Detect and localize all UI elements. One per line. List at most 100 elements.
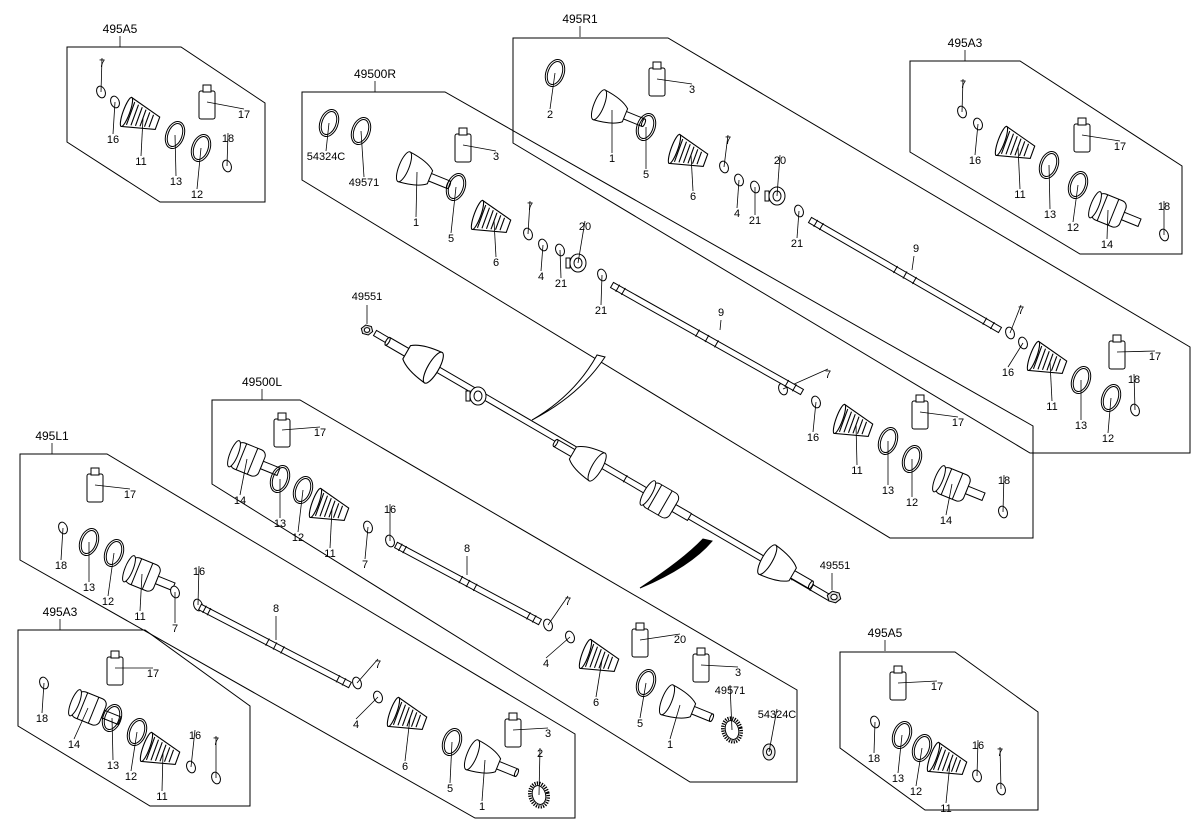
grease-tube-icon (648, 67, 666, 97)
part-number-label: 13 (274, 518, 286, 530)
part-number-label: 13 (1044, 209, 1056, 221)
part-number-label: 5 (643, 169, 649, 181)
clamp-band-icon (1100, 383, 1122, 413)
leader-line (226, 132, 229, 167)
group-outline (839, 651, 1039, 811)
part-number-label: 17 (314, 427, 326, 439)
leader-line (140, 117, 144, 157)
part-number-label: 17 (124, 489, 136, 501)
grease-tube-icon (652, 61, 662, 70)
tone-wheel-icon (724, 720, 740, 740)
tone-wheel-icon (531, 785, 547, 805)
group-outline (17, 629, 251, 807)
grease-tube-icon (508, 712, 518, 721)
leader-line (1048, 164, 1051, 210)
clamp-band-icon (441, 727, 463, 757)
group-outline (301, 91, 1034, 539)
part-number-label: 17 (147, 668, 159, 680)
part-number-label: 8 (273, 603, 279, 615)
boot-icon (994, 125, 1036, 160)
leader-line (73, 707, 89, 740)
bearing-icon (565, 257, 571, 269)
leader-line (356, 658, 379, 684)
constant-velocity-joint-icon (639, 480, 693, 522)
axle-shaft-icon (393, 541, 543, 626)
part-number-label: 18 (998, 475, 1010, 487)
part-number-label: 1 (609, 153, 615, 165)
constant-velocity-joint-icon (932, 465, 986, 502)
leader-line (527, 200, 531, 235)
leader-line (1081, 134, 1121, 142)
part-number-label: 3 (545, 728, 551, 740)
leader-line (595, 659, 603, 698)
leader-line (281, 426, 321, 431)
clamp-band-icon (891, 720, 913, 750)
clamp-band-icon (352, 118, 370, 144)
part-number-label: 3 (493, 151, 499, 163)
part-number-label: 1 (413, 217, 419, 229)
part-number-label: 2 (547, 109, 553, 121)
clamp-band-icon (637, 114, 655, 140)
part-number-label: 14 (1101, 239, 1113, 251)
constant-velocity-joint-icon (658, 684, 715, 723)
leader-line (1007, 342, 1024, 368)
part-number-label: 8 (464, 543, 470, 555)
leader-line (549, 72, 556, 110)
leader-line (776, 154, 781, 197)
clamp-band-icon (445, 172, 467, 202)
grease-tube-icon (1073, 123, 1091, 153)
part-number-label: 6 (493, 257, 499, 269)
snap-ring-icon (957, 105, 967, 119)
part-number-label: 13 (882, 485, 894, 497)
clamp-band-icon (101, 703, 123, 733)
part-number-label: 16 (969, 155, 981, 167)
group-3: 495A3 (909, 36, 1183, 255)
part-number-label: 17 (1149, 351, 1161, 363)
clamp-band-icon (126, 717, 148, 747)
part-number-label: 7 (213, 736, 219, 748)
constant-velocity-joint-icon (227, 440, 281, 477)
leader-line (206, 101, 245, 110)
part-number-label: 12 (910, 786, 922, 798)
part-number-label: 11 (1014, 189, 1025, 201)
grease-tube-icon (889, 671, 907, 701)
part-number-label: 18 (1128, 374, 1140, 386)
leader-line (1106, 209, 1109, 240)
bearing-icon (465, 390, 471, 402)
clamp-band-icon (903, 446, 921, 472)
part-number-label: 6 (690, 191, 696, 203)
leader-line (540, 244, 544, 272)
leader-line (961, 78, 964, 113)
leader-line (915, 747, 923, 787)
clamp-band-icon (1038, 150, 1060, 180)
part-number-label: 6 (593, 697, 599, 709)
clamp-band-icon (292, 475, 314, 505)
part-number-label: 11 (1046, 401, 1057, 413)
part-number-label: 12 (191, 189, 203, 201)
clamp-band-icon (166, 122, 184, 148)
clamp-band-icon (546, 60, 564, 86)
part-number-label: 21 (749, 215, 761, 227)
leader-line (1133, 373, 1136, 411)
clamp-band-icon (893, 722, 911, 748)
part-number-label: 54324C (307, 151, 346, 163)
part-number-label: 20 (774, 155, 786, 167)
group-1: 49500R (301, 67, 1034, 539)
leader-line (897, 680, 938, 684)
part-number-label: 20 (579, 221, 591, 233)
leader-line (60, 527, 64, 561)
leader-line (364, 526, 369, 560)
part-number-label: 16 (189, 730, 201, 742)
part-number-label: 13 (892, 773, 904, 785)
grease-tube-icon (454, 133, 472, 163)
group-4: 49500L (211, 375, 798, 783)
leader-line (329, 508, 333, 549)
part-number-label: 12 (1102, 433, 1114, 445)
boot-icon (578, 638, 620, 673)
clamp-band-icon (80, 529, 98, 555)
